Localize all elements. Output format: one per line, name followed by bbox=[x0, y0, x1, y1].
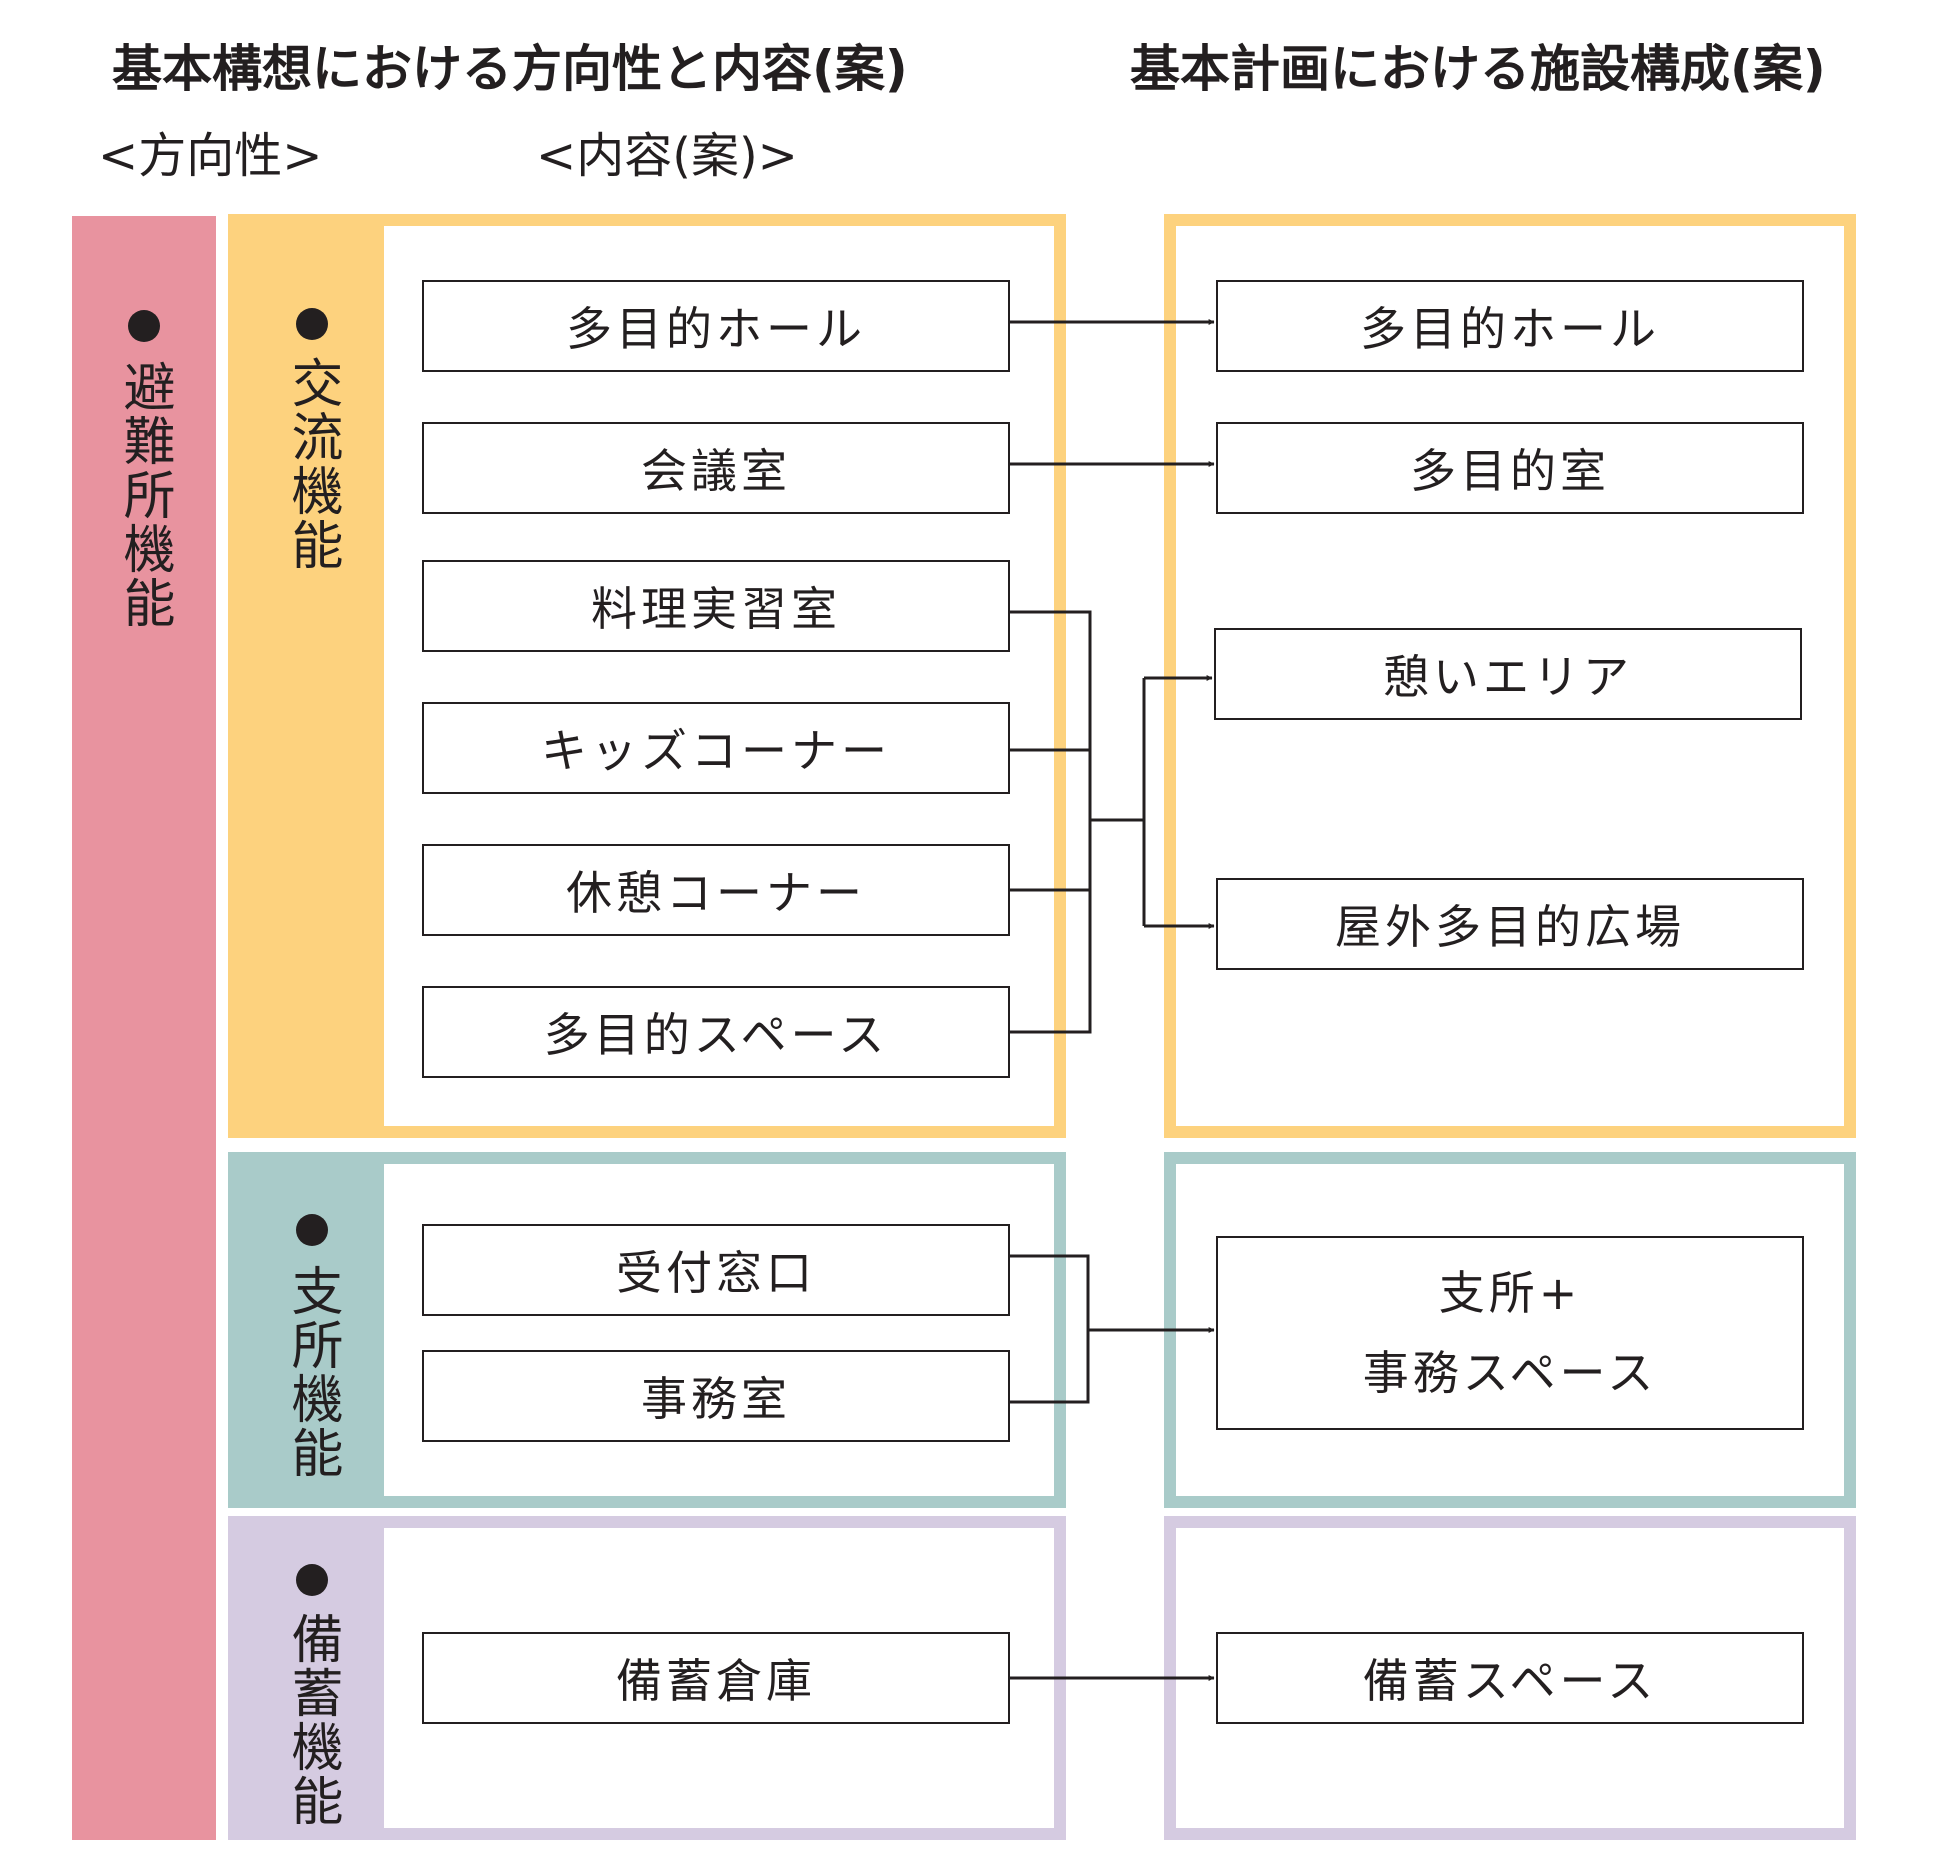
facility-line-branch: 支所+ bbox=[1438, 1265, 1582, 1320]
bullet-dot bbox=[296, 1564, 328, 1596]
shelter-function-bar: 避難所機能 bbox=[72, 216, 216, 1840]
bracket-exchange bbox=[1010, 610, 1092, 1034]
left-title: 基本構想における方向性と内容(案) bbox=[112, 40, 908, 98]
direction-label: <方向性> bbox=[98, 128, 323, 184]
content-box-meeting-room: 会議室 bbox=[422, 422, 1010, 514]
content-box-storage-warehouse: 備蓄倉庫 bbox=[422, 1632, 1010, 1724]
content-box-cooking-room: 料理実習室 bbox=[422, 560, 1010, 652]
content-label: <内容(案)> bbox=[536, 128, 798, 184]
bullet-dot bbox=[128, 310, 160, 342]
branch-function-frame: 支所機能 bbox=[228, 1152, 1066, 1508]
exchange-function-strip: 交流機能 bbox=[240, 226, 384, 1126]
content-box-multipurpose-space: 多目的スペース bbox=[422, 986, 1010, 1078]
facility-box-storage-space: 備蓄スペース bbox=[1216, 1632, 1804, 1724]
bracket-branch bbox=[1010, 1254, 1090, 1404]
content-box-rest-corner: 休憩コーナー bbox=[422, 844, 1010, 936]
facility-box-multipurpose-room: 多目的室 bbox=[1216, 422, 1804, 514]
facility-box-relax-area: 憩いエリア bbox=[1214, 628, 1802, 720]
shelter-function-label: 避難所機能 bbox=[114, 360, 174, 630]
exchange-facility-frame bbox=[1164, 214, 1856, 1138]
exchange-function-frame: 交流機能 bbox=[228, 214, 1066, 1138]
facility-box-outdoor-plaza: 屋外多目的広場 bbox=[1216, 878, 1804, 970]
right-title: 基本計画における施設構成(案) bbox=[1130, 40, 1826, 98]
branch-function-strip: 支所機能 bbox=[240, 1164, 384, 1496]
content-box-office: 事務室 bbox=[422, 1350, 1010, 1442]
content-box-kids-corner: キッズコーナー bbox=[422, 702, 1010, 794]
facility-line-office-space: 事務スペース bbox=[1362, 1346, 1658, 1400]
content-box-reception: 受付窓口 bbox=[422, 1224, 1010, 1316]
storage-function-strip: 備蓄機能 bbox=[240, 1528, 384, 1828]
exchange-function-label: 交流機能 bbox=[282, 356, 342, 572]
facility-box-multipurpose-hall: 多目的ホール bbox=[1216, 280, 1804, 372]
facility-box-branch-office-space: 支所+ 事務スペース bbox=[1216, 1236, 1804, 1430]
bullet-dot bbox=[296, 308, 328, 340]
branch-function-label: 支所機能 bbox=[282, 1264, 342, 1480]
bullet-dot bbox=[296, 1214, 328, 1246]
storage-function-label: 備蓄機能 bbox=[282, 1612, 342, 1828]
content-box-multipurpose-hall: 多目的ホール bbox=[422, 280, 1010, 372]
storage-facility-frame bbox=[1164, 1516, 1856, 1840]
storage-function-frame: 備蓄機能 bbox=[228, 1516, 1066, 1840]
